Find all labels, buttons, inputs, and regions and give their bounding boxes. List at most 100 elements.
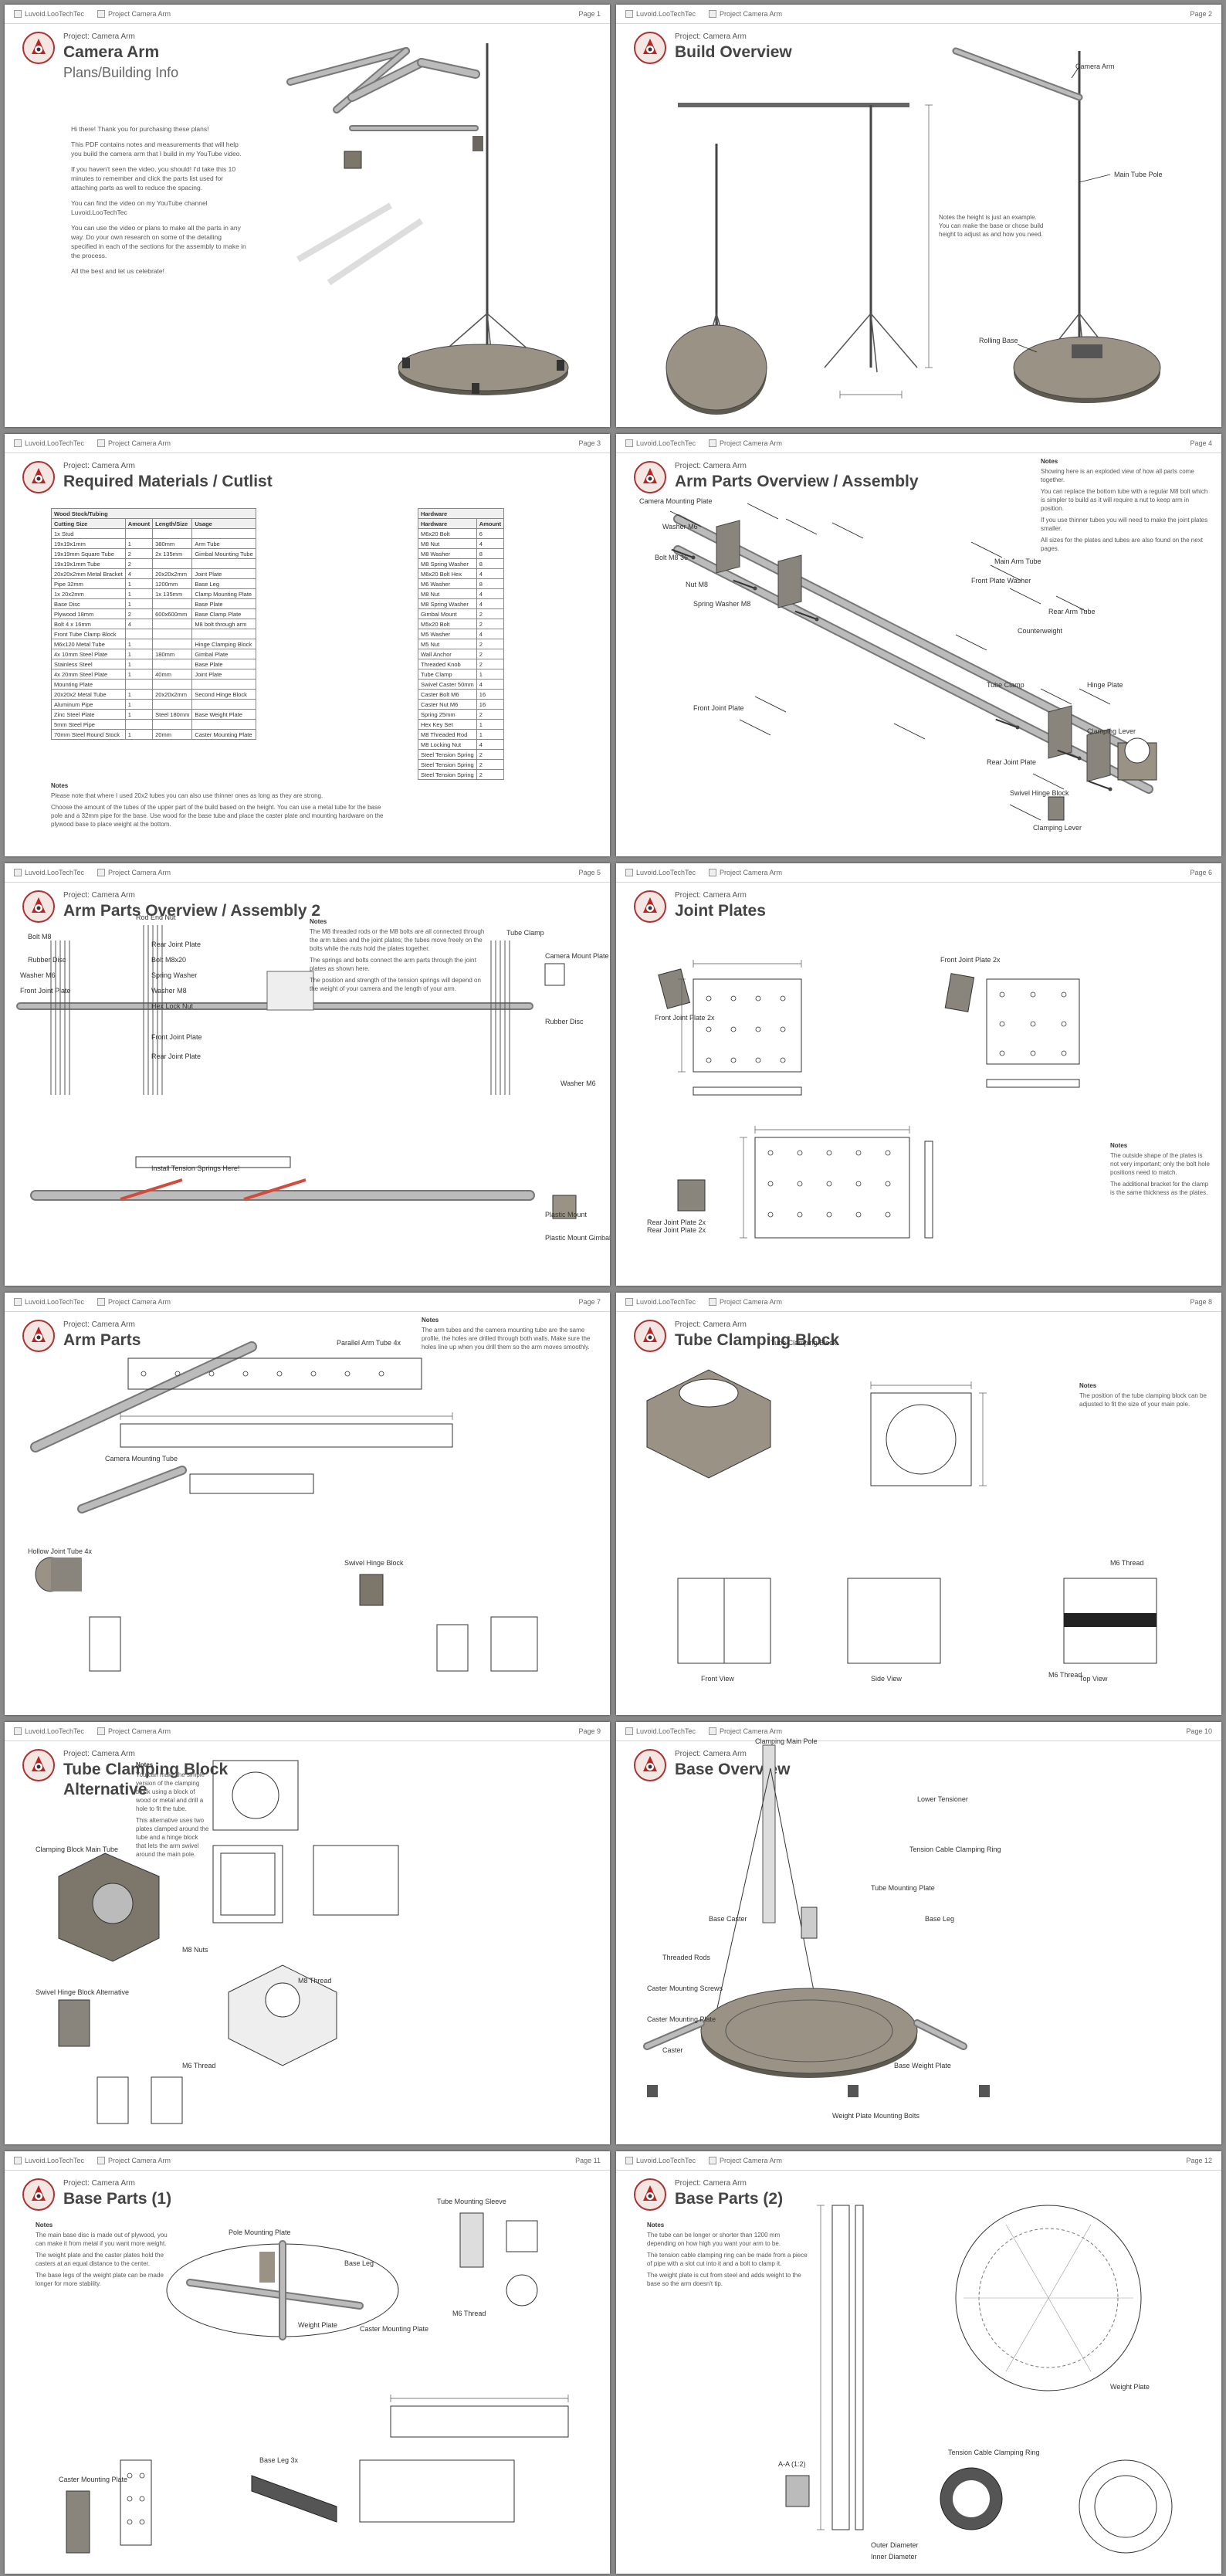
table-cell: 2 [124,548,154,559]
author-tag-text: Luvoid.LooTechTec [636,10,696,18]
callout-label: Bolt M8 36 [655,554,689,561]
author-tag: Luvoid.LooTechTec [14,10,84,18]
tube-clamping-block-drawing [646,1369,1157,1664]
column-header: Amount [476,518,505,529]
table-cell: 19x19mm Square Tube [51,548,126,559]
page-title: Camera Arm [63,43,160,61]
callout-label: Camera Mounting Plate [639,497,713,505]
project-tag: Project Camera Arm [97,1298,171,1306]
callout-label: Plastic Mount [545,1211,588,1219]
project-tag-text: Project Camera Arm [720,1727,783,1735]
author-tag-text: Luvoid.LooTechTec [25,869,85,876]
table-cell: 5mm Steel Pipe [51,719,126,730]
project-label: Project: Camera Arm [63,891,135,900]
table-cell: Mounting Plate [51,679,126,690]
table-cell: Steel Tension Spring [418,759,477,770]
table-cell: M8 Threaded Rod [418,729,477,740]
column-header: Usage [191,518,256,529]
table-cell: M8 Nut [418,588,477,599]
notes-paragraph: The main base disc is made out of plywoo… [36,2232,168,2247]
table-cell: 2 [476,608,505,619]
callout-label: Counterweight [1018,627,1063,635]
notes-paragraph: The additional bracket for the clamp is … [1110,1181,1209,1196]
table-cell [124,679,154,690]
table-cell: 2 [124,558,154,569]
callout-label: Caster Mounting Plate [360,2325,429,2333]
table-caption: Hardware [417,508,505,519]
table-cell [152,598,193,609]
callout-label: Tube Clamping Block [770,1339,837,1347]
callout-label: Main Arm Tube [994,558,1041,565]
intro-paragraph: Hi there! Thank you for purchasing these… [71,125,209,133]
callout-label: Camera Mount Plate [545,952,609,960]
notes-paragraph: The arm tubes and the camera mounting tu… [422,1327,591,1351]
table-cell: Zinc Steel Plate [51,709,126,720]
author-tag-text: Luvoid.LooTechTec [25,1298,85,1306]
table-cell: 1 [124,588,154,599]
project-label: Project: Camera Arm [63,1750,135,1758]
build-overview-illustration [665,47,1161,415]
project-tag-text: Project Camera Arm [720,1298,783,1306]
callout-label: Hex Lock Nut [151,1002,194,1010]
table-cell: Base Weight Plate [191,709,256,720]
table-cell [152,558,193,569]
notes-heading: Notes [1041,458,1058,465]
table-cell: 2x 135mm [152,548,193,559]
project-tag: Project Camera Arm [709,10,782,18]
brand-logo-icon [634,2178,666,2211]
callout-label: Caster Mounting Screws [647,1985,723,1992]
table-cell: Arm Tube [191,538,256,549]
table-cell [191,719,256,730]
notes-paragraph: You can replace the bottom tube with a r… [1041,488,1208,512]
table-cell: M5 Washer [418,629,477,639]
project-label: Project: Camera Arm [63,2179,135,2188]
table-cell: 4 [476,598,505,609]
notes-paragraph: The weight plate and the caster plates h… [36,2252,164,2267]
notes-heading: Notes [51,782,69,789]
notes-paragraph: All sizes for the plates and tubes are a… [1041,537,1203,552]
arm-assembly-2-diagram [16,925,577,1219]
table-cell: 8 [476,578,505,589]
brand-logo-icon [634,1320,666,1352]
callout-label: Front Joint Plate 2x [655,1014,715,1022]
project-icon [709,1727,716,1735]
column-header: Cutting Size [51,518,126,529]
project-label: Project: Camera Arm [675,891,747,900]
author-icon [14,869,22,876]
table-cell: M8 Nut [418,538,477,549]
callout-label: Tube Mounting Sleeve [437,2198,506,2205]
project-tag-text: Project Camera Arm [108,869,171,876]
callout-label: Base Leg [925,1915,955,1923]
callout-label: Rear Joint Plate [151,1052,202,1060]
page-title: Arm Parts Overview / Assembly [675,473,919,490]
table-cell: 16 [476,699,505,710]
table-cell: Gimbal Mounting Tube [191,548,256,559]
table-cell: Base Disc [51,598,126,609]
table-cell: Caster Mounting Plate [191,729,256,740]
